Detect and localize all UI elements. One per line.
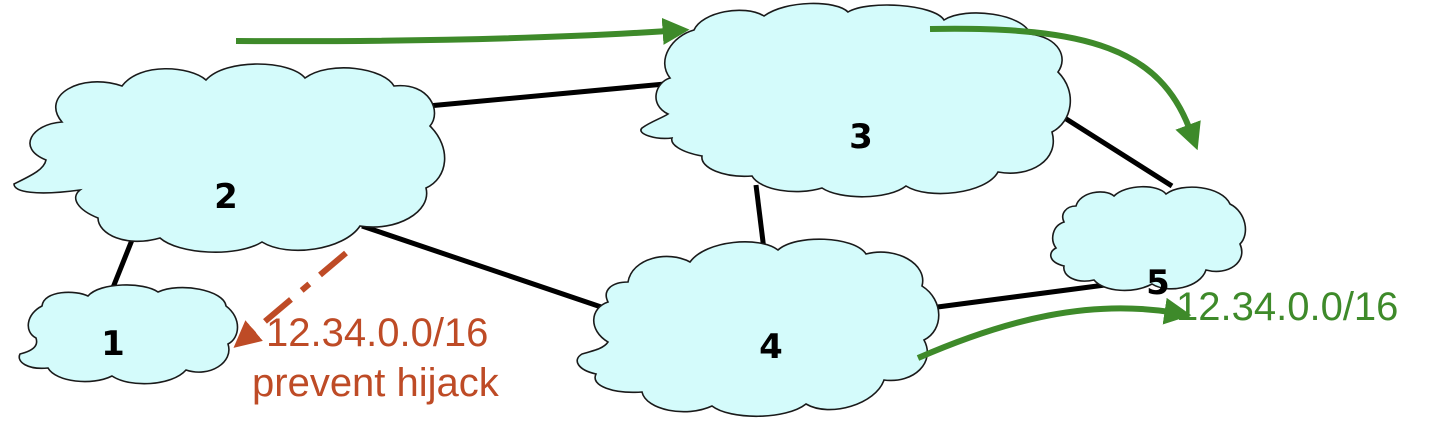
cloud-shape (640, 2, 1072, 198)
cloud-shape (13, 63, 446, 253)
link-4-5 (929, 282, 1106, 311)
link-2-4 (361, 223, 611, 313)
cloud-as-4 (576, 238, 940, 418)
link-2-3 (427, 81, 666, 109)
links-layer (109, 81, 1174, 313)
cloud-as-3 (640, 2, 1072, 198)
node-label-2: 2 (214, 177, 238, 217)
cloud-as-2 (13, 63, 446, 253)
announcement-arrow-top (235, 17, 690, 45)
cloud-shape (1049, 185, 1247, 292)
cloud-as-1 (18, 284, 239, 385)
announcement-arrow-4-to-5 (916, 297, 1192, 361)
node-label-5: 5 (1146, 263, 1170, 303)
origin-prefix-label: 12.34.0.0/16 (1176, 285, 1398, 329)
hijack-note-label: prevent hijack (252, 361, 500, 405)
hijack-arrow (233, 250, 348, 348)
cloud-as-5 (1049, 185, 1247, 292)
node-label-4: 4 (759, 327, 783, 367)
hijack-prefix-label: 12.34.0.0/16 (266, 311, 488, 355)
cloud-shape (18, 284, 239, 385)
cloud-shape (576, 238, 940, 418)
node-label-3: 3 (849, 117, 873, 157)
announcement-arrow-3-to-5 (929, 25, 1201, 151)
link-3-5 (1058, 112, 1174, 189)
node-label-1: 1 (101, 324, 125, 364)
link-1-2 (109, 239, 135, 291)
